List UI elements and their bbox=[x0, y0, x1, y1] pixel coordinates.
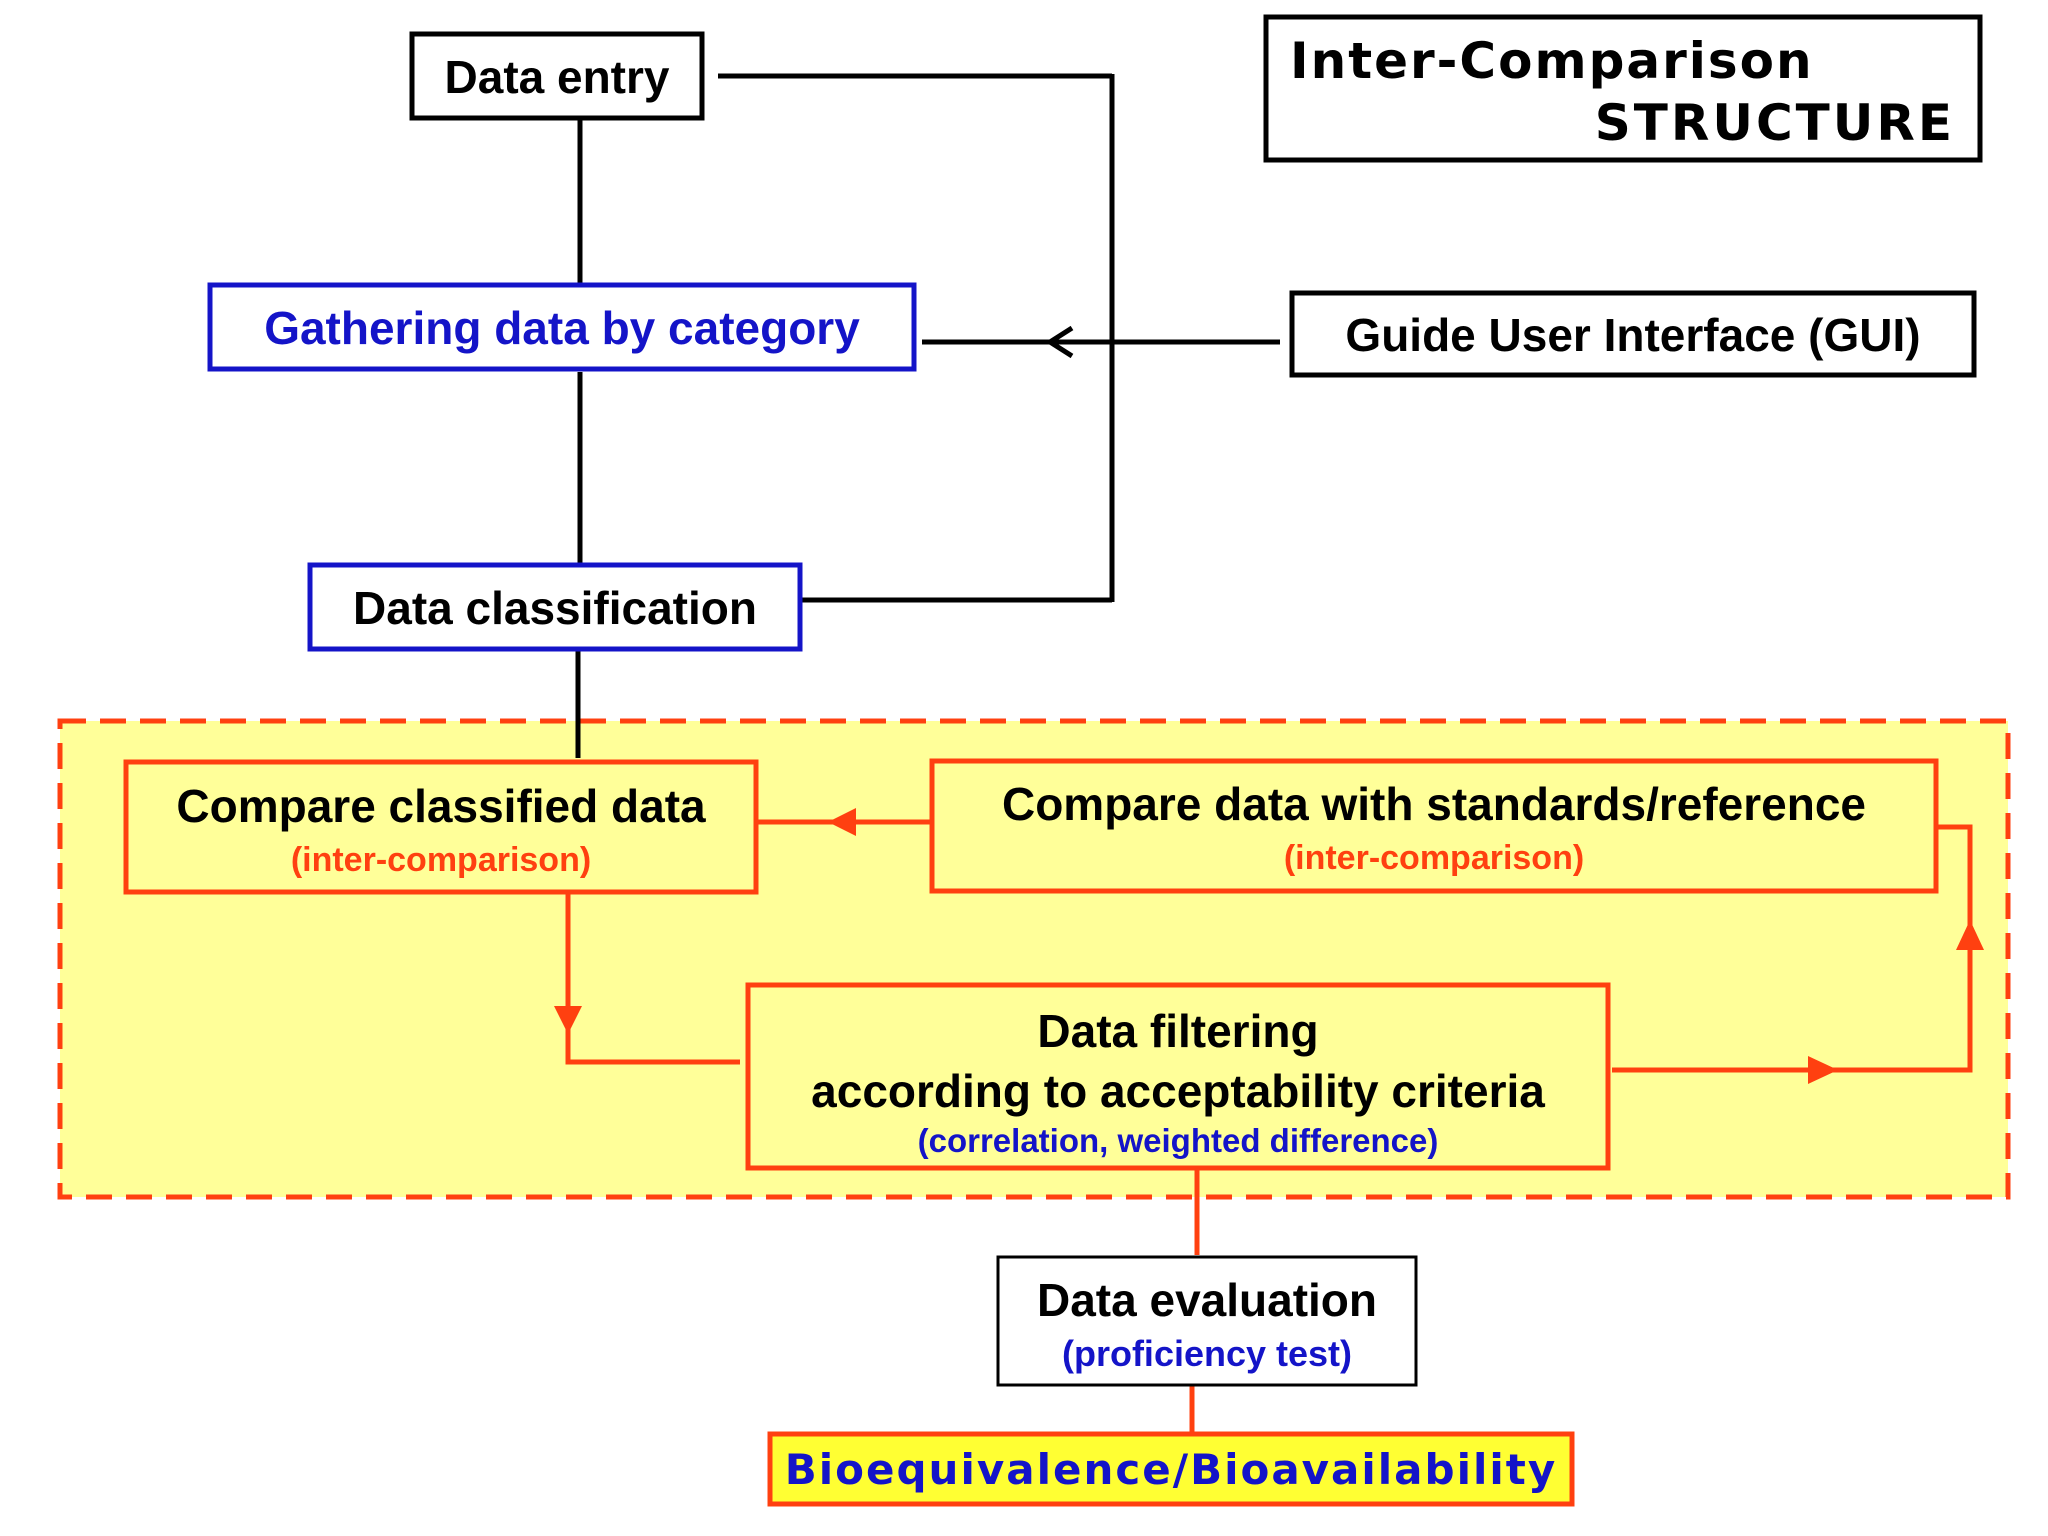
arrowhead-up-loop bbox=[1956, 920, 1984, 950]
compare-classified-subtitle: (inter-comparison) bbox=[291, 841, 591, 879]
evaluation-subtitle: (proficiency test) bbox=[1062, 1333, 1352, 1374]
classification-label: Data classification bbox=[353, 582, 757, 634]
gui-label: Guide User Interface (GUI) bbox=[1345, 309, 1920, 361]
arrowhead-to-classified bbox=[828, 808, 856, 836]
data-entry-box: Data entry bbox=[409, 31, 705, 121]
title-line-1: Inter-Comparison bbox=[1290, 32, 1814, 90]
filtering-subtitle: (correlation, weighted difference) bbox=[918, 1122, 1439, 1159]
compare-standards-subtitle: (inter-comparison) bbox=[1284, 839, 1584, 877]
gathering-label: Gathering data by category bbox=[264, 302, 860, 354]
gui-arrowhead bbox=[1045, 325, 1074, 359]
arrowhead-down-to-filtering bbox=[554, 1006, 582, 1034]
bioequivalence-box: Bioequivalence/Bioavailability bbox=[767, 1431, 1575, 1507]
gui-box: Guide User Interface (GUI) bbox=[1289, 290, 1977, 378]
compare-standards-title: Compare data with standards/reference bbox=[1002, 778, 1866, 830]
title-box: Inter-Comparison STRUCTURE bbox=[1263, 14, 1983, 163]
title-line-2: STRUCTURE bbox=[1595, 94, 1955, 152]
top-connectors bbox=[575, 73, 1280, 758]
filtering-line-1: Data filtering bbox=[1037, 1005, 1318, 1057]
evaluation-title: Data evaluation bbox=[1037, 1274, 1377, 1326]
arrowhead-right-loop bbox=[1808, 1056, 1838, 1084]
bioequivalence-label: Bioequivalence/Bioavailability bbox=[785, 1445, 1558, 1494]
compare-standards-box: Compare data with standards/reference (i… bbox=[929, 758, 1939, 894]
filtering-box: Data filtering according to acceptabilit… bbox=[745, 982, 1611, 1171]
data-entry-label: Data entry bbox=[445, 51, 670, 103]
evaluation-box: Data evaluation (proficiency test) bbox=[996, 1255, 1418, 1387]
compare-classified-title: Compare classified data bbox=[176, 780, 706, 832]
gathering-box: Gathering data by category bbox=[207, 282, 917, 372]
compare-classified-box: Compare classified data (inter-compariso… bbox=[123, 759, 759, 895]
red-arrowheads bbox=[554, 808, 1984, 1084]
classification-box: Data classification bbox=[307, 562, 803, 652]
filtering-line-2: according to acceptability criteria bbox=[811, 1065, 1545, 1117]
